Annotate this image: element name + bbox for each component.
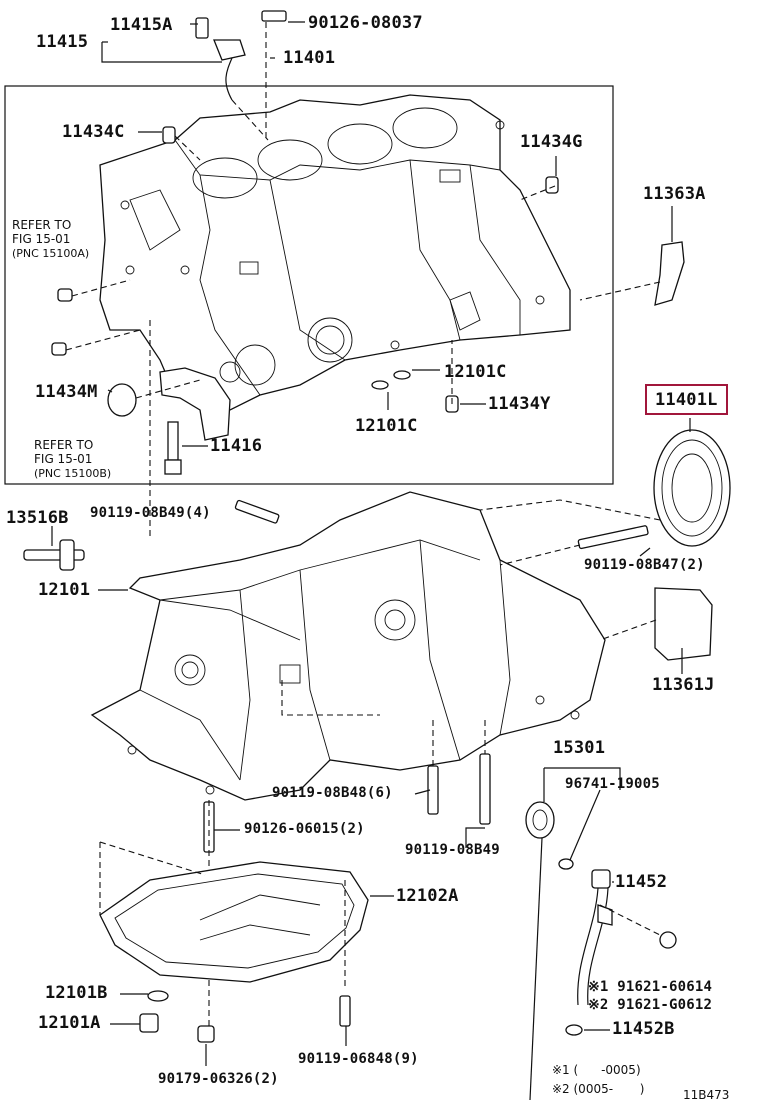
label-12101c-lower: 12101C: [355, 416, 418, 436]
knock-sensor-drawing: [195, 17, 246, 101]
bolt-13516b-drawing: [23, 539, 85, 571]
footnote-2: ※2 (0005- ): [552, 1082, 645, 1096]
bolt-91621: [659, 931, 677, 949]
refer-note-pnc: (PNC 15100B): [34, 466, 112, 480]
label-11434m: 11434M: [35, 382, 98, 402]
o-ring-12101c-b: [371, 380, 389, 390]
label-11452: 11452: [615, 872, 668, 892]
label-11401l-highlighted: 11401L: [645, 384, 728, 415]
label-11434c: 11434C: [62, 122, 125, 142]
pin-left-upper: [57, 288, 73, 302]
label-12101c-upper: 12101C: [444, 362, 507, 382]
label-90179-06326-2: 90179-06326(2): [158, 1071, 279, 1087]
label-11363a: 11363A: [643, 184, 706, 204]
refer-note-pnc: (PNC 15100A): [12, 246, 90, 260]
o-ring-12101c-a: [393, 370, 411, 380]
cylinder-block-group-frame: [4, 85, 614, 485]
footnote-1: ※1 ( -0005): [552, 1063, 641, 1077]
label-12101: 12101: [38, 580, 91, 600]
label-13516b: 13516B: [6, 508, 69, 528]
nut-90179-06326-2: [197, 1025, 215, 1043]
refer-note-line1: REFER TO: [12, 218, 72, 232]
label-90126-06015-2: 90126-06015(2): [244, 821, 365, 837]
label-12101b: 12101B: [45, 983, 108, 1003]
label-90119-08b48-6: 90119-08B48(6): [272, 785, 393, 801]
label-11415a: 11415A: [110, 15, 173, 35]
pin-11434m: [51, 342, 67, 356]
label-96741-19005: 96741-19005: [565, 776, 660, 792]
bolt-90119-08b49-4: [234, 499, 280, 524]
label-91621-g0612: ※2 91621-G0612: [588, 997, 713, 1013]
o-ring-96741-19005: [558, 858, 574, 870]
bracket-11363a: [654, 241, 685, 306]
oil-pan-drawing: [99, 861, 369, 983]
bolt-90119-08b49: [479, 753, 491, 825]
bearing-cap-drawing: [159, 367, 231, 475]
label-11415: 11415: [36, 32, 89, 52]
label-90119-08b47-2: 90119-08B47(2): [584, 557, 705, 573]
dipstick-drawing: [525, 801, 555, 1101]
refer-note-line2: FIG 15-01: [12, 232, 71, 247]
oil-seal-drawing: [653, 429, 731, 547]
cylinder-block-drawing: [99, 94, 571, 411]
label-11434y: 11434Y: [488, 394, 551, 414]
plug-disc: [107, 383, 137, 417]
pin-11434c: [162, 126, 176, 144]
pin-11434g: [545, 176, 559, 194]
label-12102a: 12102A: [396, 886, 459, 906]
drain-plug-12101a: [139, 1013, 159, 1033]
figure-code: 11B473: [683, 1088, 730, 1102]
refer-note-line2: FIG 15-01: [34, 452, 93, 467]
label-11434g: 11434G: [520, 132, 583, 152]
bolt-90119-08b47-2: [577, 525, 649, 550]
label-11401: 11401: [283, 48, 336, 68]
label-11361j: 11361J: [652, 675, 715, 695]
label-90119-06848-9: 90119-06848(9): [298, 1051, 419, 1067]
stiffening-crankcase-drawing: [90, 491, 606, 801]
label-12101a: 12101A: [38, 1013, 101, 1033]
stud-90126-08037: [261, 10, 287, 22]
gasket-12101b: [147, 990, 169, 1002]
bolt-90119-06848-9: [339, 995, 351, 1027]
label-11452b: 11452B: [612, 1019, 675, 1039]
label-90119-08b49: 90119-08B49: [405, 842, 500, 858]
label-90119-08b49-4: 90119-08B49(4): [90, 505, 211, 521]
label-91621-60614: ※1 91621-60614: [588, 979, 713, 995]
baffle-plate-11361j: [654, 587, 713, 661]
label-15301: 15301: [553, 738, 606, 758]
refer-note-15100a: REFER TO FIG 15-01 (PNC 15100A): [12, 218, 89, 260]
dipstick-guide-drawing: [565, 869, 613, 1036]
refer-note-15100b: REFER TO FIG 15-01 (PNC 15100B): [34, 438, 111, 480]
label-11416: 11416: [210, 436, 263, 456]
label-90126-08037: 90126-08037: [308, 13, 423, 33]
refer-note-line1: REFER TO: [34, 438, 94, 452]
